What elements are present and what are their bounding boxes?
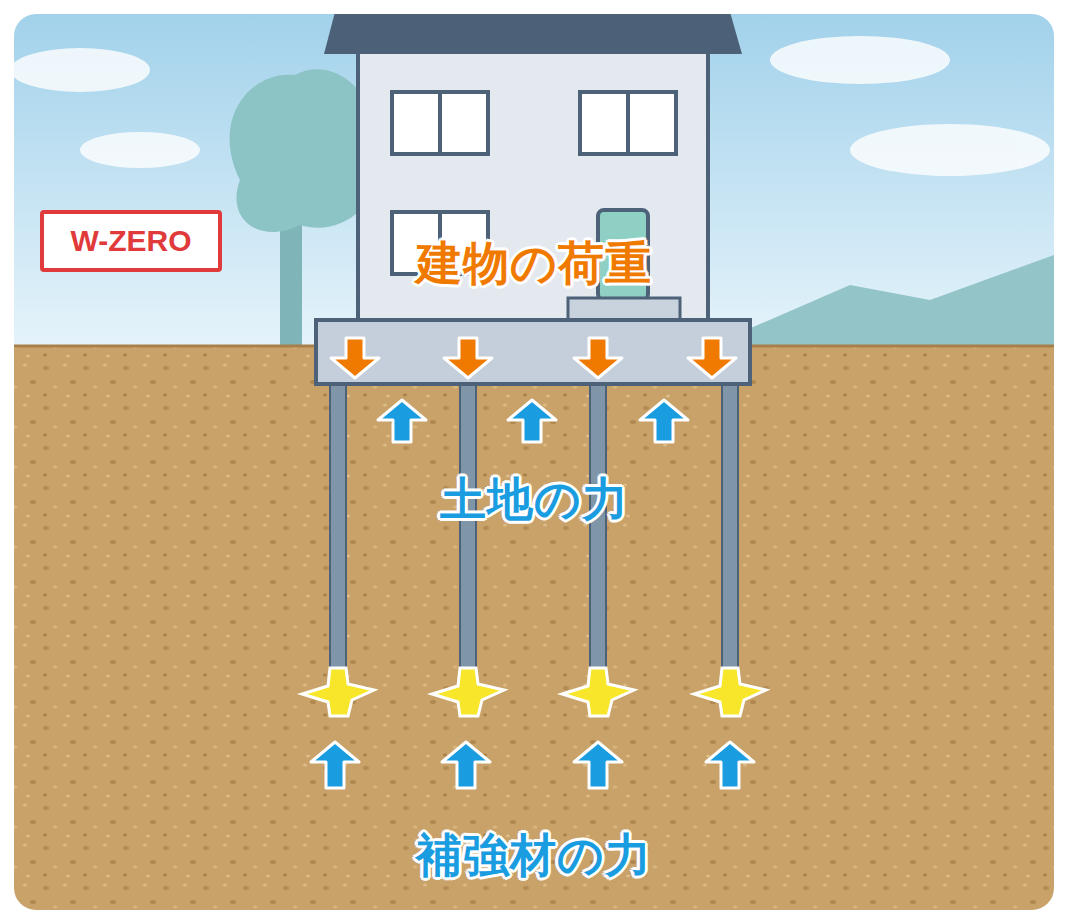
- brand-badge: W-ZERO: [40, 210, 222, 272]
- force-label: 補強材の力: [416, 825, 652, 887]
- load-label: 建物の荷重: [416, 233, 652, 295]
- upward-force-arrow: [706, 742, 754, 788]
- load-arrow: [444, 338, 492, 378]
- helical-blade: [694, 668, 766, 716]
- load-arrow: [331, 338, 379, 378]
- helical-blade: [562, 668, 634, 716]
- load-arrow: [688, 338, 736, 378]
- upward-force-arrow: [574, 742, 622, 788]
- brand-text: W-ZERO: [70, 224, 191, 258]
- helical-blade: [302, 668, 374, 716]
- upward-force-arrow: [378, 400, 426, 442]
- upward-force-arrow: [640, 400, 688, 442]
- helical-blade: [432, 668, 504, 716]
- upward-force-arrow: [311, 742, 359, 788]
- upward-force-arrow: [442, 742, 490, 788]
- upward-force-arrow: [508, 400, 556, 442]
- load-arrow: [574, 338, 622, 378]
- force-label: 土地の力: [440, 469, 629, 531]
